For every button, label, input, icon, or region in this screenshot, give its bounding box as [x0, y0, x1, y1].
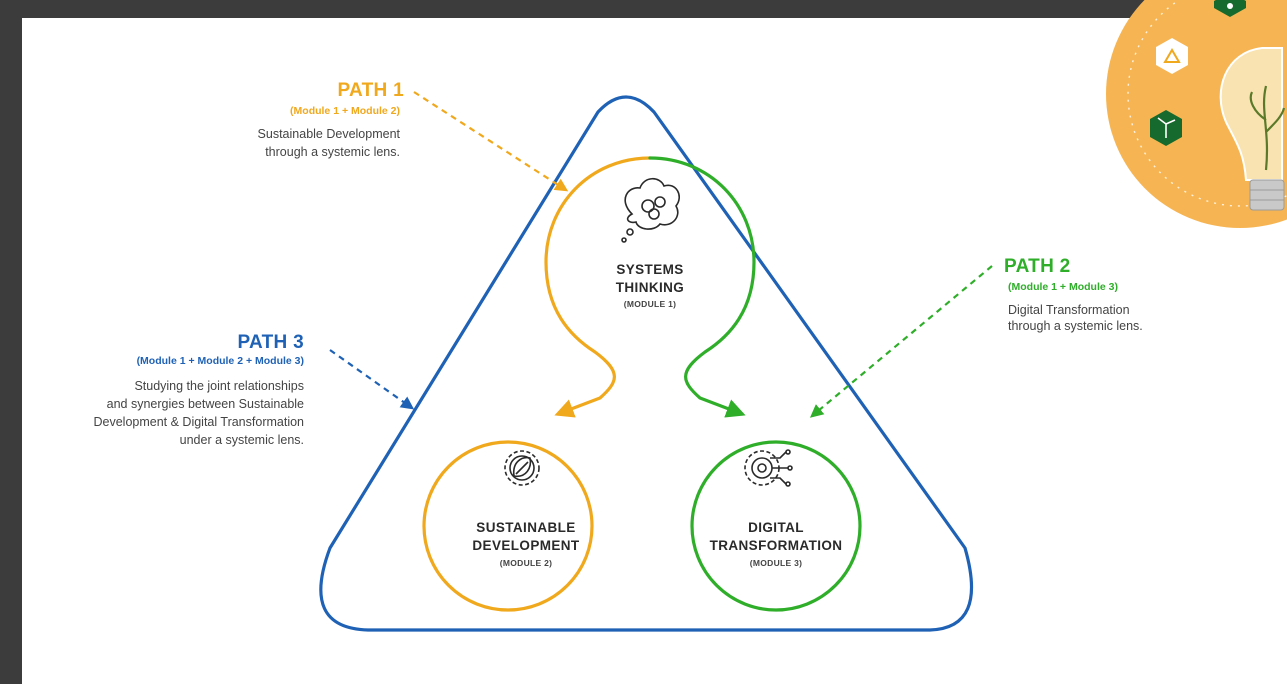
- sustainable-development-circle: [422, 440, 594, 612]
- path-3-description-line-2: and synergies between Sustainable: [107, 397, 304, 411]
- path-3-pointer: [329, 349, 415, 410]
- path-2-description-line-2: through a systemic lens.: [1008, 319, 1143, 333]
- triangle-frame: [319, 95, 974, 632]
- systems-thinking-label-line-1: SYSTEMS: [616, 262, 683, 277]
- path-1-description-line-2: through a systemic lens.: [265, 145, 400, 159]
- digital-transformation-label-line-2: TRANSFORMATION: [710, 538, 843, 553]
- lightbulb-icon: [1219, 47, 1286, 211]
- sprout-icon: [1214, 0, 1246, 17]
- path-3-title: PATH 3: [237, 332, 304, 353]
- sustainable-development-label-line-1: SUSTAINABLE: [476, 520, 575, 535]
- sustainable-development-module: (MODULE 2): [500, 558, 553, 568]
- path-1-title: PATH 1: [337, 80, 404, 101]
- digital-gear-icon: [744, 449, 793, 487]
- path-3-description-line-4: under a systemic lens.: [180, 433, 304, 447]
- path-1-modules: (Module 1 + Module 2): [290, 105, 400, 117]
- systems-thinking-outline-orange: [544, 156, 652, 418]
- path-1-pointer: [413, 91, 569, 192]
- sustainable-development-label-line-2: DEVELOPMENT: [472, 538, 580, 553]
- path-3-description-line-3: Development & Digital Transformation: [93, 415, 304, 429]
- slide-canvas: [22, 18, 1287, 684]
- leaf-gear-icon: [504, 450, 540, 486]
- path-3-modules: (Module 1 + Module 2 + Module 3): [137, 355, 304, 367]
- path-1-description-line-1: Sustainable Development: [258, 127, 401, 141]
- thinking-head-icon: [621, 177, 680, 243]
- systems-thinking-label-line-2: THINKING: [616, 280, 684, 295]
- digital-transformation-circle: [690, 440, 862, 612]
- digital-transformation-module: (MODULE 3): [750, 558, 803, 568]
- eco-lightbulb-badge: [1106, 0, 1287, 228]
- path-3-description-line-1: Studying the joint relationships: [134, 379, 304, 393]
- path-2-title: PATH 2: [1004, 256, 1071, 277]
- recycle-icon: [1156, 38, 1188, 74]
- path-2-pointer: [809, 265, 993, 418]
- systems-thinking-module: (MODULE 1): [624, 299, 677, 309]
- wind-turbine-icon: [1150, 110, 1182, 146]
- path-2-modules: (Module 1 + Module 3): [1008, 281, 1118, 293]
- digital-transformation-label-line-1: DIGITAL: [748, 520, 804, 535]
- path-2-description-line-1: Digital Transformation: [1008, 303, 1130, 317]
- systems-thinking-outline-green: [648, 156, 756, 418]
